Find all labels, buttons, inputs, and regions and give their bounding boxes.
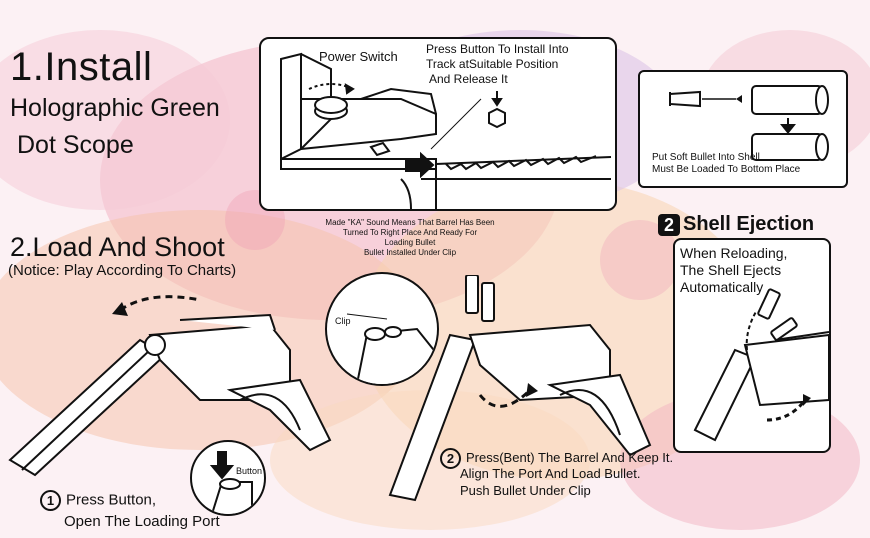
step1-line2: Open The Loading Port — [64, 513, 220, 530]
shell-ejection-title: Shell Ejection — [683, 213, 815, 235]
clip-zoom-circle: Clip — [325, 272, 439, 386]
power-switch-label: Power Switch — [319, 49, 398, 64]
load-notice: (Notice: Play According To Charts) — [8, 262, 237, 279]
step2-line3: Push Bullet Under Clip — [460, 483, 591, 498]
shell-panel-line2: Must Be Loaded To Bottom Place — [652, 164, 801, 175]
load-title: 2.Load And Shoot — [10, 232, 225, 262]
install-subtitle-line2: Dot Scope — [17, 131, 134, 159]
step1-number: 1 — [40, 490, 61, 511]
shell-illustration — [669, 85, 829, 161]
gun-step1-illustration — [8, 295, 332, 477]
ejection-line2: The Shell Ejects — [680, 262, 782, 278]
step2-line2: Align The Port And Load Bullet. — [460, 466, 641, 481]
clip-illustration — [346, 313, 437, 384]
step1-line1: Press Button, — [66, 491, 157, 509]
step2-number: 2 — [440, 448, 461, 469]
button-zoom-circle: Button — [190, 440, 266, 516]
gun-step2-illustration — [388, 275, 652, 502]
step2-line1: Press(Bent) The Barrel And Keep It. — [466, 449, 674, 465]
button-press-icon — [209, 451, 253, 514]
install-subtitle-line1: Holographic Green — [10, 94, 220, 122]
ka-note-line1: Made "KA" Sound Means That Barrel Has Be… — [325, 218, 495, 227]
shell-panel-line1: Put Soft Bullet Into Shell — [652, 152, 760, 163]
ejection-line3: Automatically — [680, 279, 764, 295]
shell-loading-panel: Put Soft Bullet Into Shell Must Be Loade… — [638, 70, 848, 188]
step1-line1-wrap: 1 Press Button, — [40, 490, 156, 511]
clip-label: Clip — [335, 316, 351, 326]
step2-line1-wrap: 2 Press(Bent) The Barrel And Keep It. — [440, 448, 673, 469]
scope-illustration — [280, 52, 612, 209]
button-label: Button — [236, 466, 263, 476]
ejection-number-badge: 2 — [658, 213, 680, 236]
scope-install-panel: Power Switch Press Button To Install Int… — [259, 37, 617, 211]
ka-note-line3: Loading Bullet — [384, 238, 436, 247]
ejection-illustration — [693, 288, 829, 442]
ejection-line1: When Reloading, — [680, 245, 788, 261]
scope-instruction-line2: Track atSuitable Position — [426, 57, 559, 71]
ka-note-line2: Turned To Right Place And Ready For — [342, 228, 478, 237]
install-title: 1.Install — [10, 45, 153, 89]
shell-ejection-panel: When Reloading, The Shell Ejects Automat… — [673, 238, 831, 453]
ka-note-line4: Bullet Installed Under Clip — [363, 248, 457, 257]
scope-instruction-line3: And Release It — [429, 72, 508, 86]
ka-note: Made "KA" Sound Means That Barrel Has Be… — [280, 218, 540, 258]
scope-instruction-line1: Press Button To Install Into — [426, 42, 569, 56]
